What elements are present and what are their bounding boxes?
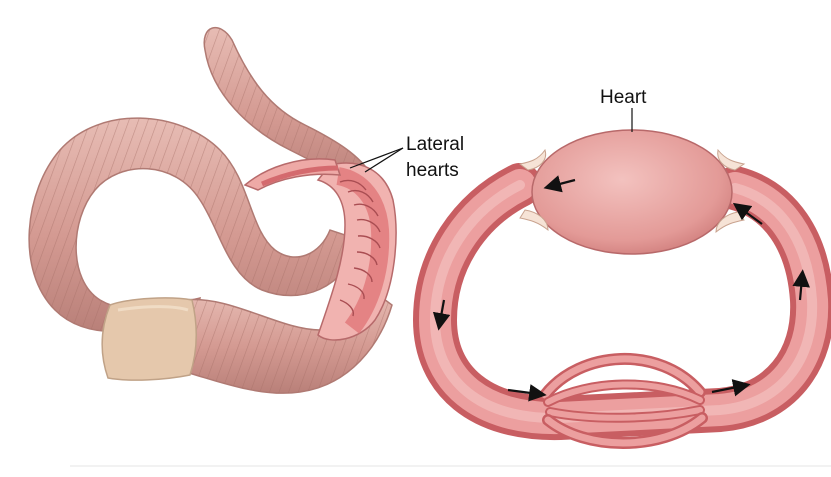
lateral-hearts-label-line2: hearts	[406, 160, 459, 181]
earthworm-illustration: Lateral hearts	[29, 28, 464, 394]
clitellum	[102, 298, 196, 380]
heart-label: Heart	[600, 87, 647, 108]
heart	[532, 130, 732, 254]
circulation-loop: Heart	[435, 87, 812, 443]
lateral-hearts-label-line1: Lateral	[406, 134, 464, 155]
